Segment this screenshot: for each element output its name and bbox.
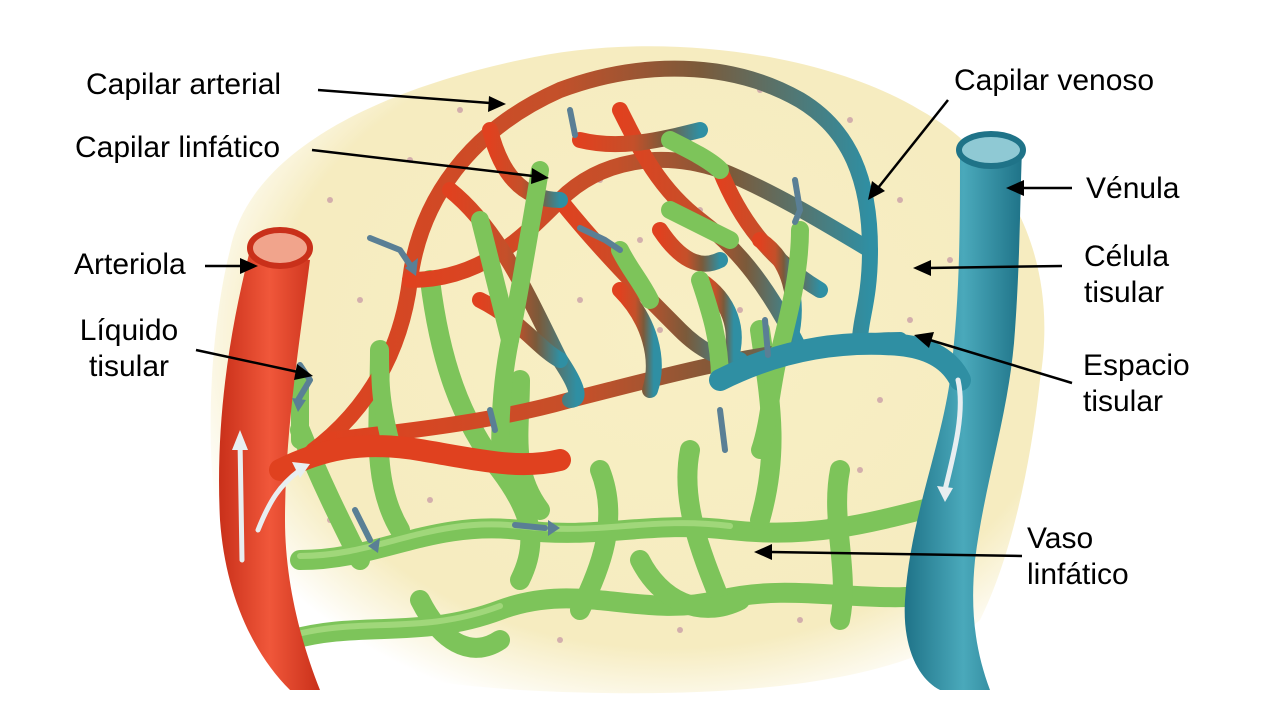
flow-arrowheads: [292, 258, 560, 553]
label-celula-tisular-line1: Célula: [1084, 240, 1170, 273]
label-espacio-tisular-line1: Espacio: [1083, 349, 1190, 382]
venous-branch: [709, 332, 971, 391]
blood-flow-arrowheads: [232, 430, 953, 502]
flow-arrows: [295, 107, 803, 543]
label-celula-tisular-line2: tisular: [1084, 276, 1165, 309]
blood-flow-arrows: [237, 377, 963, 563]
label-vaso-linfatico-line2: linfático: [1027, 558, 1129, 591]
label-liquido-tisular-line1: Líquido: [79, 314, 179, 347]
arteriole-opening: [247, 227, 313, 269]
leader-arrowheads: [240, 96, 1024, 560]
label-venula: Vénula: [1086, 172, 1180, 205]
label-vaso-linfatico-line1: Vaso: [1027, 522, 1094, 555]
leader-lines: [195, 88, 1073, 558]
label-capilar-venoso: Capilar venoso: [954, 64, 1155, 97]
label-arteriola: Arteriola: [74, 248, 186, 281]
label-liquido-tisular: Líquido tisular: [70, 313, 188, 385]
label-vaso-linfatico: Vaso linfático: [1027, 521, 1129, 593]
label-capilar-linfatico: Capilar linfático: [75, 131, 281, 164]
arteriole-branch: [269, 435, 571, 481]
label-espacio-tisular: Espacio tisular: [1083, 348, 1190, 420]
label-liquido-tisular-line2: tisular: [88, 350, 170, 383]
label-capilar-arterial: Capilar arterial: [86, 68, 282, 101]
venule-opening: [956, 131, 1026, 169]
label-celula-tisular: Célula tisular: [1084, 239, 1169, 311]
label-espacio-tisular-line2: tisular: [1083, 385, 1164, 418]
